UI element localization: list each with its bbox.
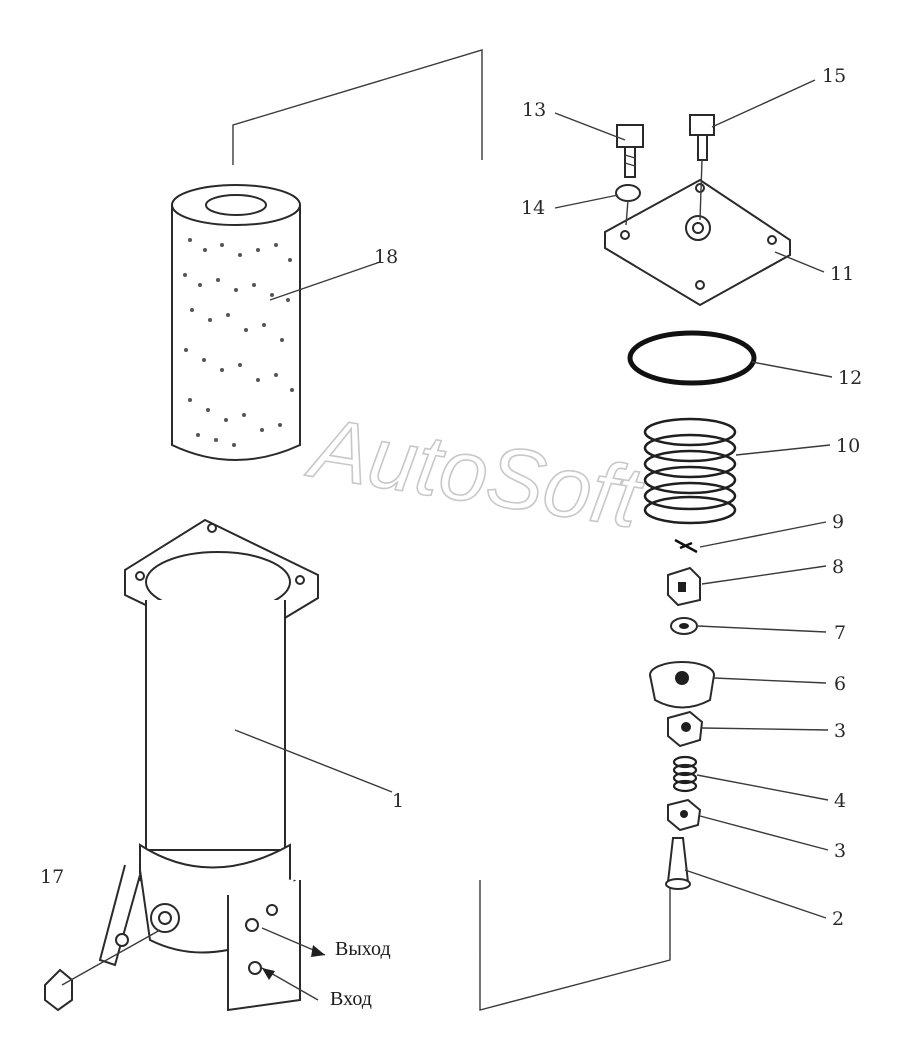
part-label-14: 14	[521, 197, 545, 219]
part-label-4: 4	[834, 790, 846, 812]
assembly-bracket-lines	[232, 49, 671, 1011]
castle-nut-part	[667, 566, 701, 607]
small-spring-part	[672, 755, 698, 793]
cotter-pin-part	[674, 538, 698, 554]
valve-stem-part	[665, 837, 691, 890]
filter-element-part	[171, 184, 301, 461]
spring-part	[643, 417, 737, 525]
part-label-7: 7	[834, 622, 846, 644]
bolt-15-part	[689, 114, 715, 221]
drain-plug-part	[44, 929, 161, 1012]
washer-part	[670, 617, 698, 635]
flow-arrows	[261, 927, 326, 1001]
inlet-label: Вход	[330, 988, 372, 1010]
part-label-9: 9	[832, 511, 844, 533]
leader-lines	[234, 79, 833, 919]
part-label-15: 15	[822, 65, 846, 87]
part-label-3-upper: 3	[834, 720, 846, 742]
bolt-13-part	[616, 124, 644, 178]
nut-upper-part	[667, 710, 704, 748]
outlet-label: Выход	[335, 938, 391, 960]
part-number-labels: 13 15 14 11 12 10 9 8 7 6 3 4 3 2 18 1 1…	[40, 65, 862, 930]
part-label-12: 12	[838, 367, 862, 389]
part-label-3-lower: 3	[834, 840, 846, 862]
nut-lower-part	[667, 798, 702, 832]
part-label-18: 18	[374, 246, 398, 268]
cover-plate-part	[604, 178, 791, 307]
part-label-11: 11	[830, 263, 854, 285]
part-label-2: 2	[832, 908, 844, 930]
watermark: AutoSoft	[301, 399, 650, 547]
valve-seat-part	[649, 661, 715, 709]
filter-housing-part	[98, 518, 319, 1012]
part-label-8: 8	[832, 556, 844, 578]
o-ring-part	[627, 330, 757, 386]
part-label-6: 6	[834, 673, 846, 695]
lock-washer-part	[615, 184, 641, 226]
part-label-10: 10	[836, 435, 860, 457]
part-label-1: 1	[392, 790, 404, 812]
part-label-17: 17	[40, 866, 64, 888]
part-label-13: 13	[522, 99, 546, 121]
